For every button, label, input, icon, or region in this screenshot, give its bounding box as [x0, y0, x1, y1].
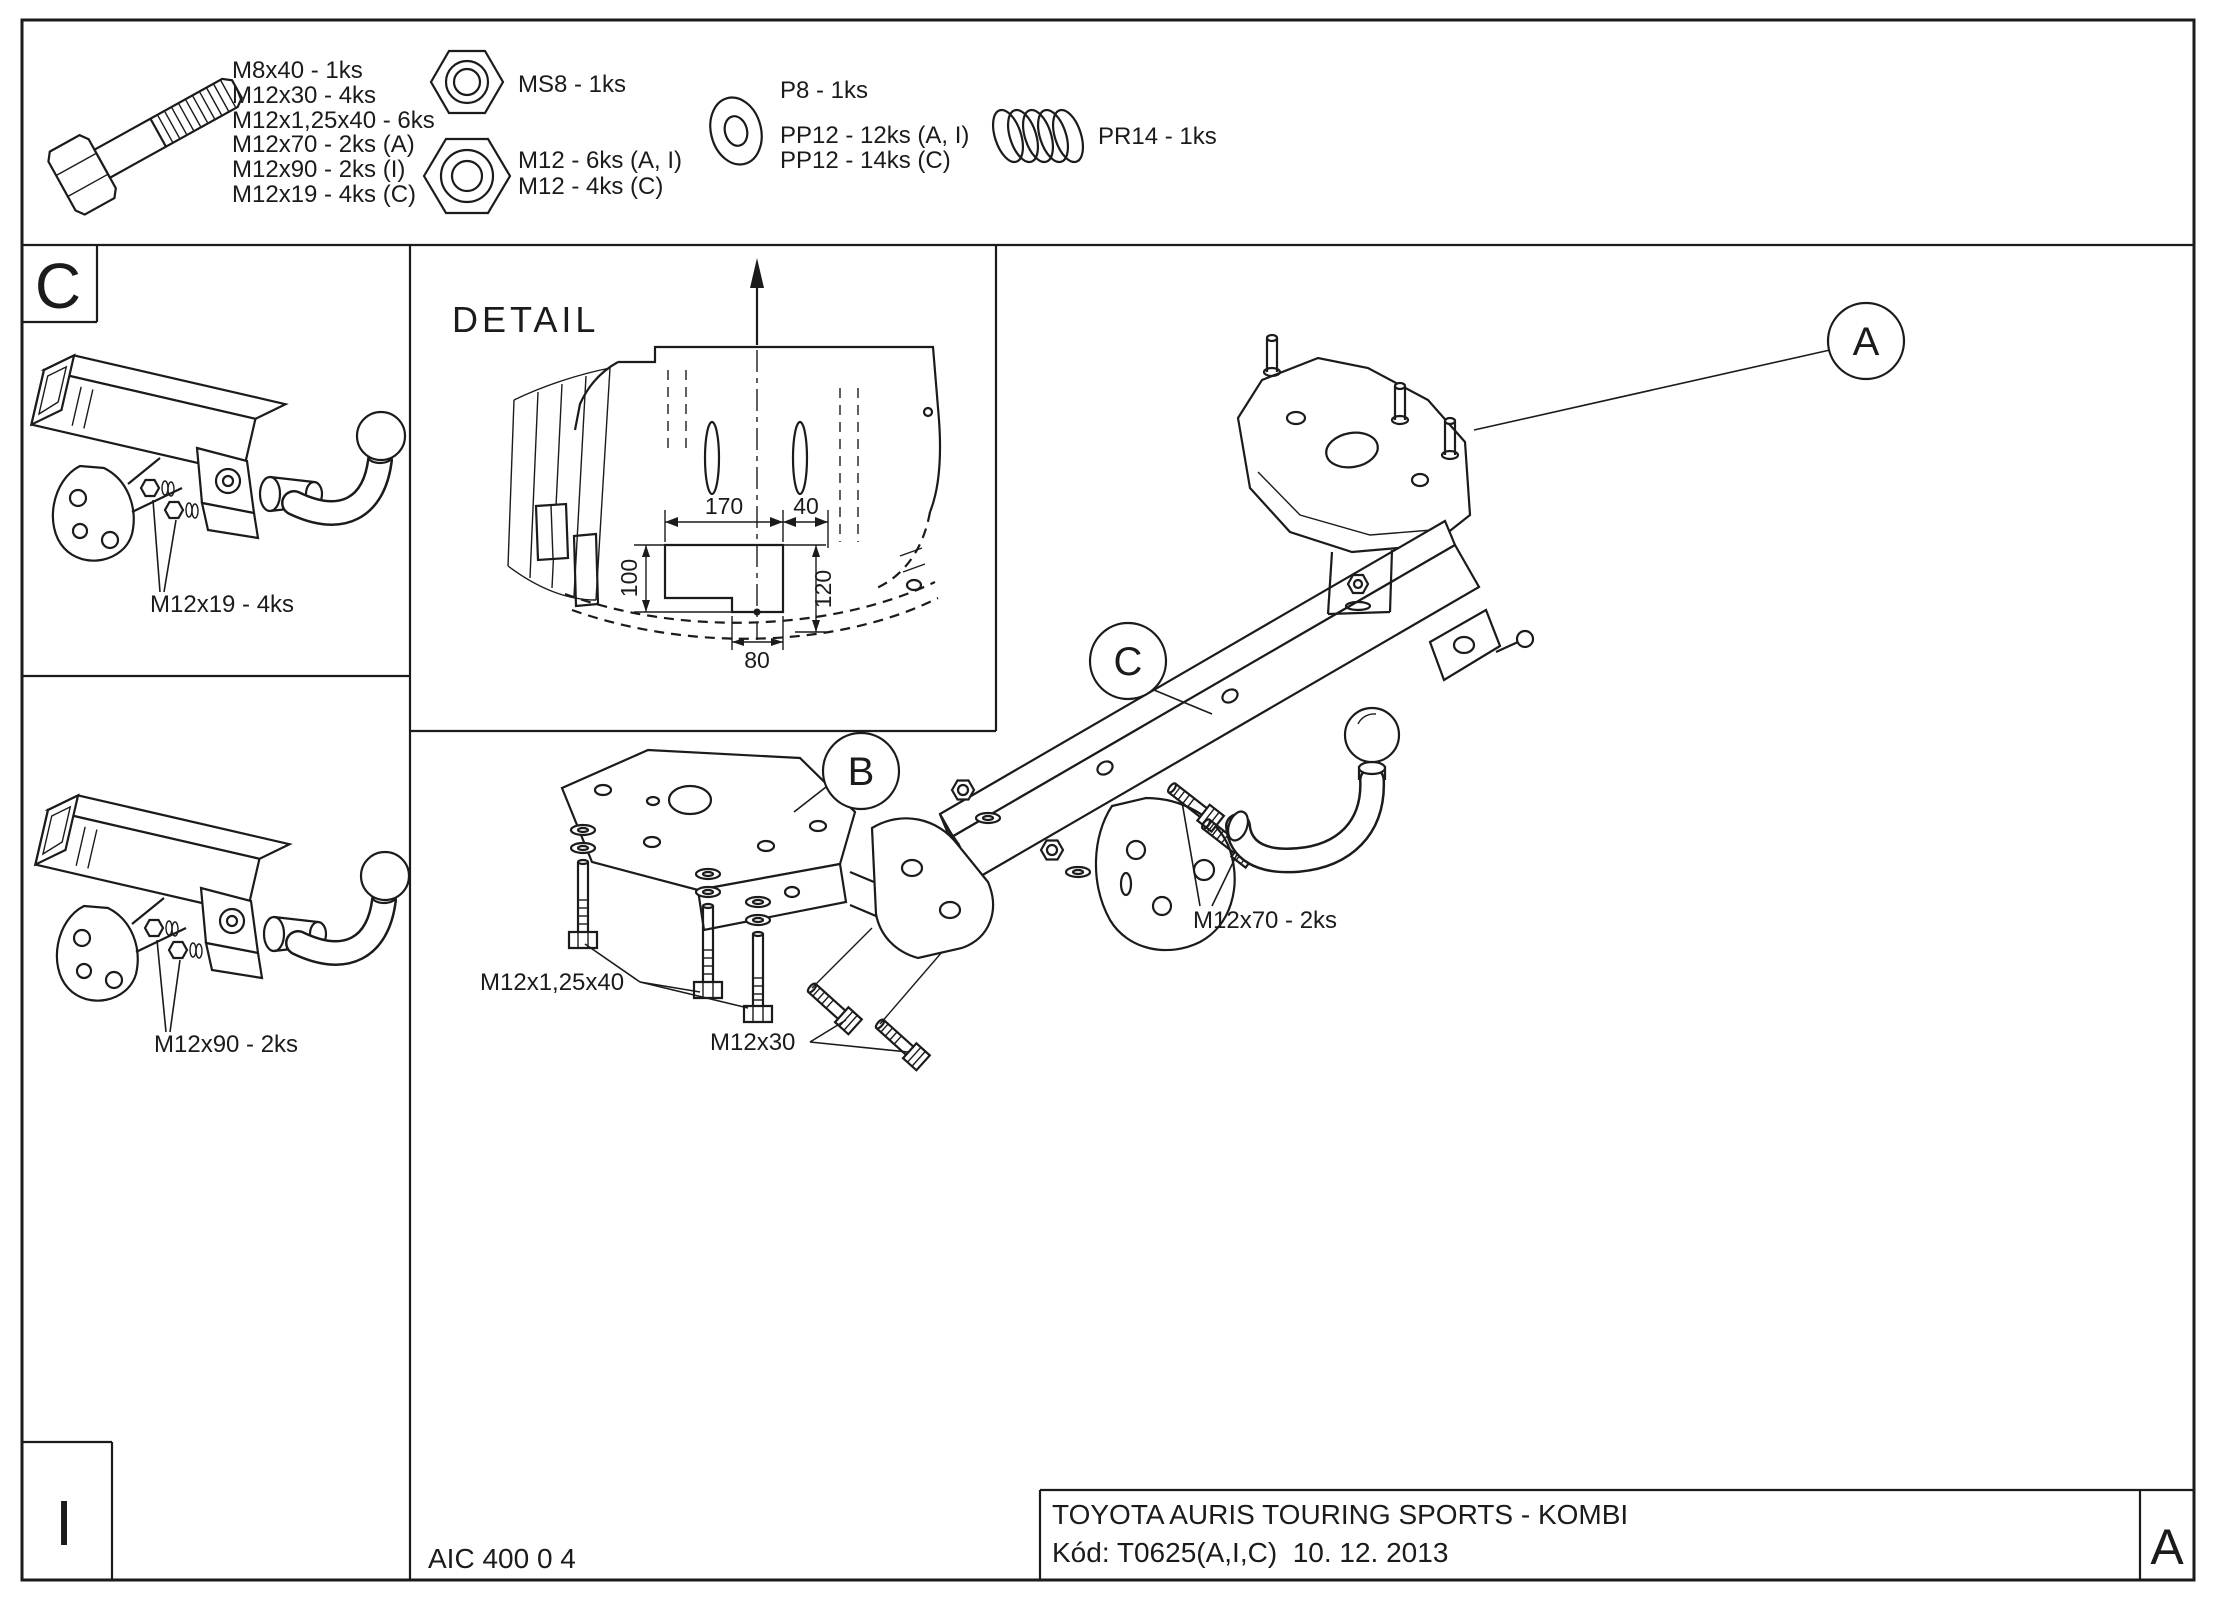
- detail-title: DETAIL: [452, 299, 599, 340]
- dim-170: 170: [705, 493, 743, 519]
- view-i-callout: M12x90 - 2ks: [154, 1031, 298, 1058]
- m12x70-bolts: M12x70 - 2ks: [1162, 777, 1337, 934]
- m12x70-callout: M12x70 - 2ks: [1193, 907, 1337, 934]
- detail-view: DETAIL: [452, 258, 942, 673]
- dim-40: 40: [793, 493, 819, 519]
- balloon-b-letter: B: [848, 750, 875, 794]
- bolt-label: M12x90 - 2ks (I): [232, 156, 405, 183]
- view-c-callout: M12x19 - 4ks: [150, 591, 294, 618]
- view-c-panel: C M12x19 - 4ks: [31, 250, 405, 618]
- bolt-label: M12x70 - 2ks (A): [232, 131, 415, 158]
- view-c-letter: C: [35, 250, 81, 322]
- sheet-frame: [20, 18, 2196, 1582]
- bolt-label: M12x30 - 4ks: [232, 82, 376, 109]
- assembly-view: A C: [480, 301, 1906, 1072]
- washer-label: P8 - 1ks: [780, 77, 868, 104]
- towball-drawing: [1225, 706, 1401, 874]
- detail-dimensions: 170 40 100 120 80: [616, 493, 836, 673]
- backing-plate-drawing: [1094, 796, 1236, 952]
- nut-large-label: M12 - 6ks (A, I): [518, 147, 682, 174]
- bolt-size-labels: M8x40 - 1ks M12x30 - 4ks M12x1,25x40 - 6…: [232, 57, 435, 208]
- towbar-view-i: [35, 790, 409, 1001]
- nut-large-drawing: [422, 137, 512, 215]
- parts-list-section: M8x40 - 1ks M12x30 - 4ks M12x1,25x40 - 6…: [47, 49, 1217, 216]
- towbar-view-c: [31, 350, 405, 561]
- m12x30-bolts: M12x30: [710, 927, 943, 1072]
- doc-number: AIC 400 0 4: [428, 1543, 576, 1574]
- nut-small-label: MS8 - 1ks: [518, 71, 626, 98]
- spring-drawing: [991, 108, 1085, 164]
- car-underbody-drawing: [507, 258, 942, 640]
- title-block: AIC 400 0 4 TOYOTA AURIS TOURING SPORTS …: [428, 1488, 2194, 1580]
- dim-80: 80: [744, 647, 770, 673]
- spring-label: PR14 - 1ks: [1098, 123, 1217, 150]
- bracket-a-drawing: [1236, 333, 1472, 554]
- drawing-title: TOYOTA AURIS TOURING SPORTS - KOMBI: [1052, 1499, 1628, 1530]
- balloon-a-letter: A: [1853, 320, 1880, 364]
- intermediate-bracket-drawing: [849, 817, 995, 960]
- washer-drawing: [709, 96, 763, 166]
- bolt-label: M12x1,25x40 - 6ks: [232, 107, 435, 134]
- nut-large-label: M12 - 4ks (C): [518, 173, 663, 200]
- m12x30-callout: M12x30: [710, 1029, 795, 1056]
- m12x125-bolts: M12x1,25x40: [480, 823, 774, 1024]
- washer-label: PP12 - 12ks (A, I): [780, 122, 969, 149]
- balloon-a: A: [1473, 301, 1906, 431]
- crossmember-section: [663, 543, 785, 614]
- balloon-c: C: [1088, 621, 1213, 715]
- bolt-drawing: [47, 77, 244, 216]
- balloon-b: B: [793, 731, 901, 813]
- m12x125-callout: M12x1,25x40: [480, 969, 624, 996]
- view-i-letter: I: [55, 1487, 73, 1559]
- revision-letter: A: [2150, 1519, 2184, 1575]
- bolt-label: M12x19 - 4ks (C): [232, 181, 416, 208]
- washer-label: PP12 - 14ks (C): [780, 147, 951, 174]
- bolt-label: M8x40 - 1ks: [232, 57, 363, 84]
- dim-120: 120: [810, 570, 836, 608]
- dim-100: 100: [616, 559, 642, 597]
- ball-housing-drawing: [1428, 608, 1535, 682]
- bracket-a-flange: [1326, 549, 1394, 616]
- balloon-c-letter: C: [1114, 640, 1143, 684]
- nut-small-drawing: [429, 49, 505, 115]
- drawing-code-date: Kód: T0625(A,I,C) 10. 12. 2013: [1052, 1537, 1448, 1568]
- view-i-panel: I M12x90 - 2ks: [35, 790, 409, 1559]
